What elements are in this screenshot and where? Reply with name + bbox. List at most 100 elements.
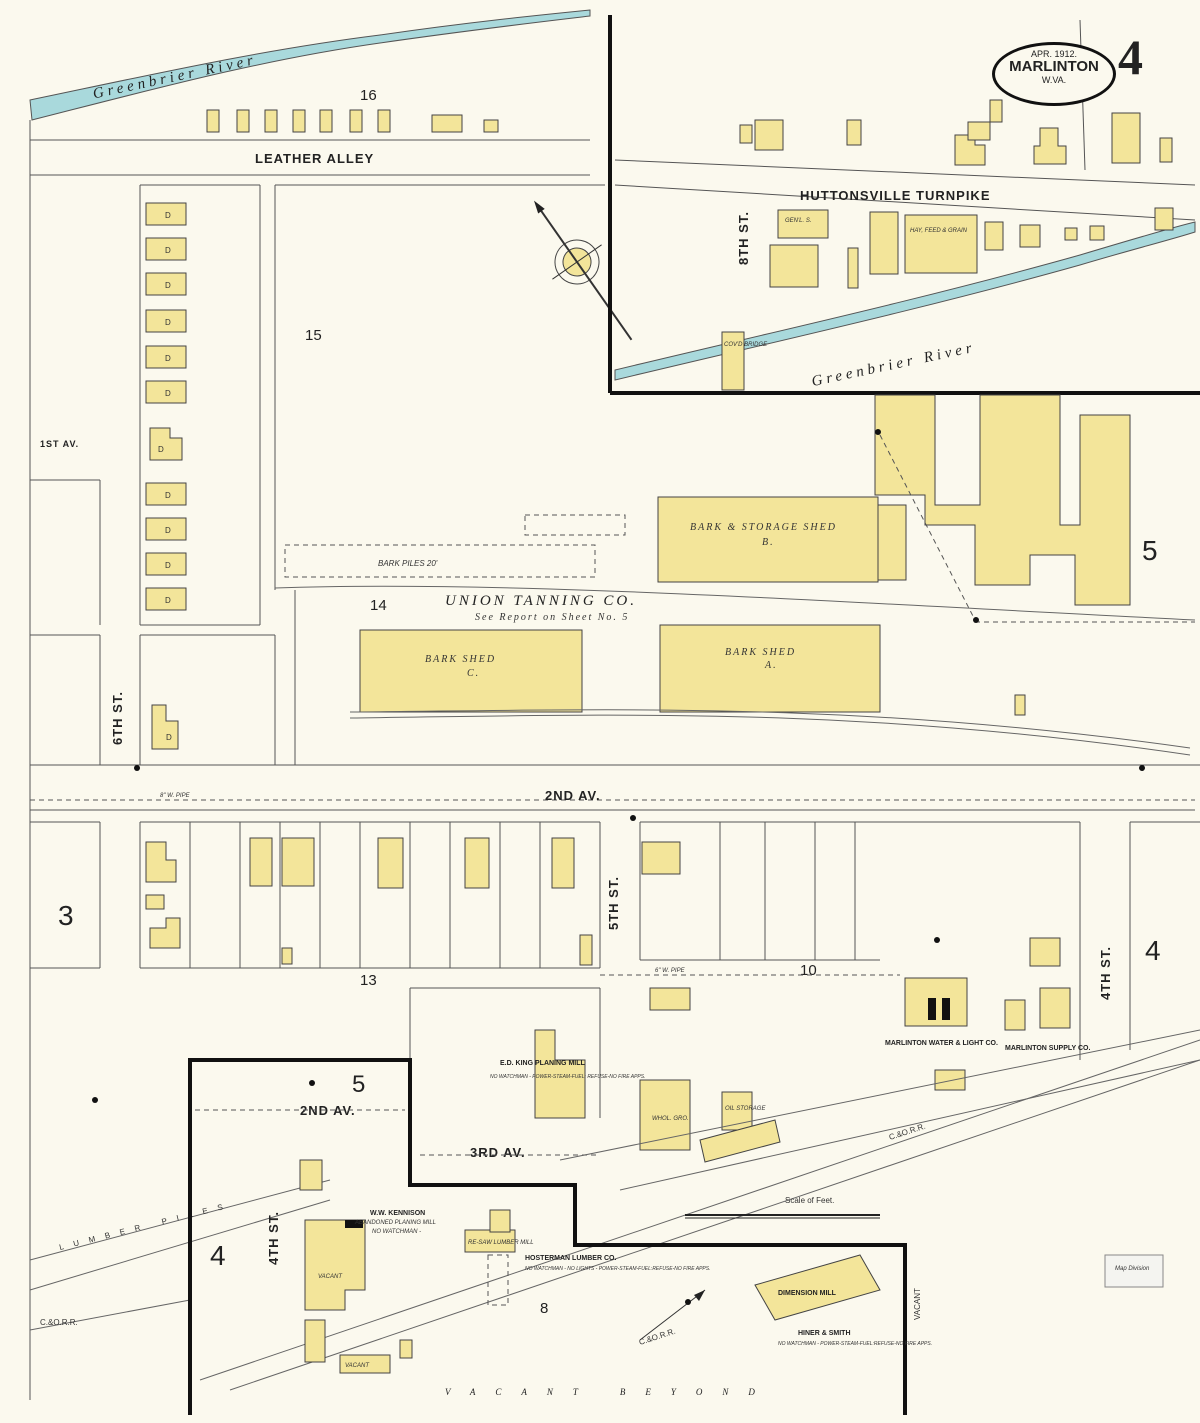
- block-10-frame: [639, 821, 1081, 1060]
- fifth-st-label: 5TH ST.: [606, 876, 621, 930]
- adjoining-sheet-5-east: 5: [1142, 535, 1158, 566]
- svg-text:D: D: [165, 389, 171, 398]
- title-town: MARLINTON: [1009, 58, 1099, 75]
- bark-shed-a-label: BARK SHED: [725, 647, 796, 658]
- block-16-houses: [206, 109, 499, 133]
- title-date: APR. 1912.: [1030, 49, 1078, 59]
- fire-hydrants: [92, 429, 1145, 1103]
- block-15-houses: [145, 202, 187, 750]
- inset-block-5-number: 5: [352, 1071, 365, 1098]
- union-tanning-note: See Report on Sheet No. 5: [475, 612, 629, 623]
- title-cartouche: APR. 1912. MARLINTON W.VA.: [992, 42, 1116, 106]
- title-state: W.VA.: [1041, 75, 1067, 85]
- kennison-note: NO WATCHMAN -: [372, 1229, 421, 1235]
- svg-text:D: D: [165, 246, 171, 255]
- greenbrier-river-west: [29, 9, 591, 121]
- second-av-label: 2ND AV.: [545, 788, 601, 803]
- third-av-label: 3RD AV.: [470, 1145, 526, 1160]
- shed-b-letter: B.: [762, 537, 775, 548]
- block-13-frame: [139, 821, 601, 969]
- fourth-st-west-label: 4TH ST.: [266, 1211, 281, 1265]
- vacant-label-1: VACANT: [318, 1274, 343, 1280]
- pipe-label-2nd-av: 8" W. PIPE: [160, 793, 191, 799]
- svg-text:D: D: [165, 561, 171, 570]
- hiner-smith-mill: [754, 1254, 881, 1321]
- shed-a-letter: A.: [764, 660, 778, 671]
- map-division-text: Map Division: [1115, 1266, 1150, 1272]
- svg-text:D: D: [158, 445, 164, 454]
- block-number-10: 10: [800, 962, 817, 979]
- adjoining-sheet-3-west: 3: [58, 900, 74, 931]
- genl-store-label: GEN'L. S.: [785, 218, 812, 224]
- pipe-label-block10: 6" W. PIPE: [655, 968, 686, 974]
- hosterman-note: NO WATCHMAN - NO LIGHTS - POWER-STEAM-FU…: [525, 1266, 710, 1272]
- ed-king-note: NO WATCHMAN - POWER-STEAM-FUEL: REFUSE-N…: [490, 1074, 645, 1080]
- hay-feed-label: HAY, FEED & GRAIN: [910, 228, 968, 234]
- block-number-15: 15: [305, 327, 322, 344]
- block-number-16: 16: [360, 87, 377, 104]
- hiner-smith-label: HINER & SMITH: [798, 1330, 851, 1337]
- block-number-14: 14: [370, 597, 387, 614]
- hiner-smith-note: NO WATCHMAN - POWER-STEAM-FUEL:REFUSE-NO…: [778, 1341, 932, 1347]
- house-d-labels: D D D D D D D D D D D D: [158, 211, 172, 742]
- kennison-mill: [299, 1159, 413, 1374]
- vacant-side-label: VACANT: [913, 1288, 922, 1320]
- svg-text:D: D: [165, 526, 171, 535]
- svg-text:D: D: [165, 318, 171, 327]
- covd-bridge-label: COV'D BRIDGE: [724, 342, 768, 348]
- bark-piles-label: BARK PILES 20': [378, 559, 438, 568]
- svg-text:D: D: [165, 596, 171, 605]
- inset-panel: [608, 15, 1200, 395]
- svg-text:D: D: [165, 354, 171, 363]
- inset-block-5-border: [188, 1058, 907, 1415]
- lumber-piles-label: LUMBER PILES: [58, 1200, 233, 1252]
- svg-text:D: D: [165, 281, 171, 290]
- adjoining-sheet-4-inset: 4: [210, 1240, 226, 1271]
- cogrr-label-east: C.&O.R.R.: [888, 1122, 927, 1142]
- oil-storage-label: OIL STORAGE: [725, 1106, 766, 1112]
- bark-storage-shed-b-label: BARK & STORAGE SHED: [690, 522, 837, 533]
- river-label-inset: Greenbrier River: [810, 340, 977, 390]
- ed-king-mill: [409, 987, 601, 1119]
- vacant-label-2: VACANT: [345, 1363, 370, 1369]
- bark-shed-c-label: BARK SHED: [425, 654, 496, 665]
- svg-text:D: D: [165, 211, 171, 220]
- river-label-west: Greenbrier River: [92, 52, 259, 102]
- leather-alley-label: LEATHER ALLEY: [255, 151, 374, 166]
- block-number-13: 13: [360, 972, 377, 989]
- second-av-inset-label: 2ND AV.: [300, 1103, 356, 1118]
- block-number-8: 8: [540, 1300, 548, 1317]
- ed-king-label: E.D. KING PLANING MILL: [500, 1060, 586, 1067]
- svg-text:D: D: [166, 733, 172, 742]
- shed-c-letter: C.: [467, 668, 480, 679]
- sixth-st-label: 6TH ST.: [110, 691, 125, 745]
- sheet-number: 4: [1118, 29, 1143, 85]
- first-av-label: 1ST AV.: [40, 439, 79, 449]
- resaw-label: RE-SAW LUMBER MILL: [468, 1240, 534, 1246]
- railroad-tracks: [29, 1029, 1200, 1391]
- dimension-mill-label: DIMENSION MILL: [778, 1290, 837, 1297]
- water-light-co-label: MARLINTON WATER & LIGHT CO.: [885, 1040, 998, 1047]
- supply-co-label: MARLINTON SUPPLY CO.: [1005, 1045, 1090, 1052]
- utility-buildings: [904, 937, 1071, 1091]
- scale-of-feet: [685, 1214, 880, 1219]
- fourth-st-east-label: 4TH ST.: [1098, 946, 1113, 1000]
- inset-north-arrow: [639, 1289, 706, 1341]
- scale-label: Scale of Feet.: [785, 1196, 834, 1205]
- cogrr-label-west: C.&O.R.R.: [40, 1318, 78, 1327]
- vacant-beyond-label: VACANT BEYOND: [445, 1387, 775, 1397]
- hosterman-label: HOSTERMAN LUMBER CO.: [525, 1255, 616, 1262]
- tannery-complex: [284, 394, 1131, 716]
- map-division-stamp: [1104, 1254, 1164, 1288]
- hosterman-mill: [464, 1209, 516, 1306]
- adjoining-sheet-4-east: 4: [1145, 935, 1161, 966]
- union-tanning-name: UNION TANNING CO.: [445, 593, 637, 609]
- huttonsville-turnpike-label: HUTTONSVILLE TURNPIKE: [800, 188, 991, 203]
- north-arrow-compass: [533, 200, 633, 341]
- kennison-sub: ABANDONED PLANING MILL: [354, 1220, 436, 1226]
- kennison-label: W.W. KENNISON: [370, 1210, 425, 1217]
- tannery-spur-track: [274, 585, 1196, 621]
- svg-text:D: D: [165, 491, 171, 500]
